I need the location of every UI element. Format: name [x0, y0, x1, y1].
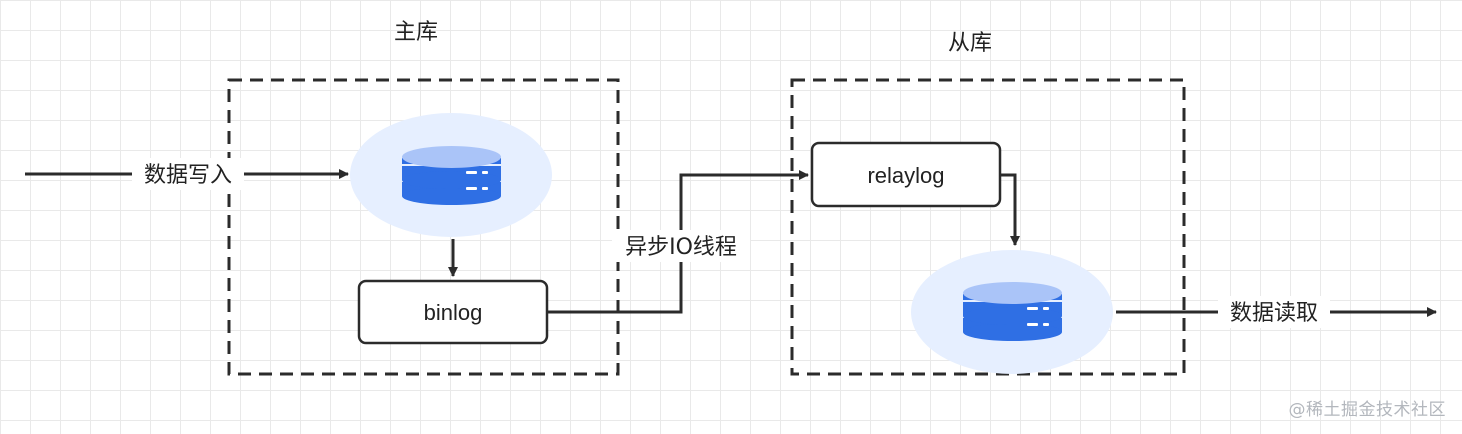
- write-label: 数据写入: [144, 163, 232, 188]
- read-label-bg: [1218, 296, 1330, 328]
- replica-database-icon: [911, 250, 1113, 374]
- relaylog-node: [810, 141, 1002, 208]
- relaylog-label: relaylog: [867, 163, 944, 188]
- write-label-bg: [132, 158, 244, 190]
- watermark: @稀土掘金技术社区: [1288, 400, 1446, 420]
- io-thread-label-bg: [612, 230, 750, 262]
- read-label: 数据读取: [1230, 301, 1318, 326]
- replica-db-container: [790, 78, 1186, 376]
- primary-db-title: 主库: [394, 20, 438, 45]
- replica-db-title: 从库: [948, 31, 992, 56]
- binlog-node: [357, 279, 549, 345]
- binlog-label: binlog: [424, 300, 483, 325]
- io-thread-label: 异步IO线程: [625, 235, 737, 260]
- primary-db-container: [227, 78, 620, 376]
- relaylog-to-db-arrow: [1001, 173, 1020, 246]
- primary-database-icon: [350, 113, 552, 237]
